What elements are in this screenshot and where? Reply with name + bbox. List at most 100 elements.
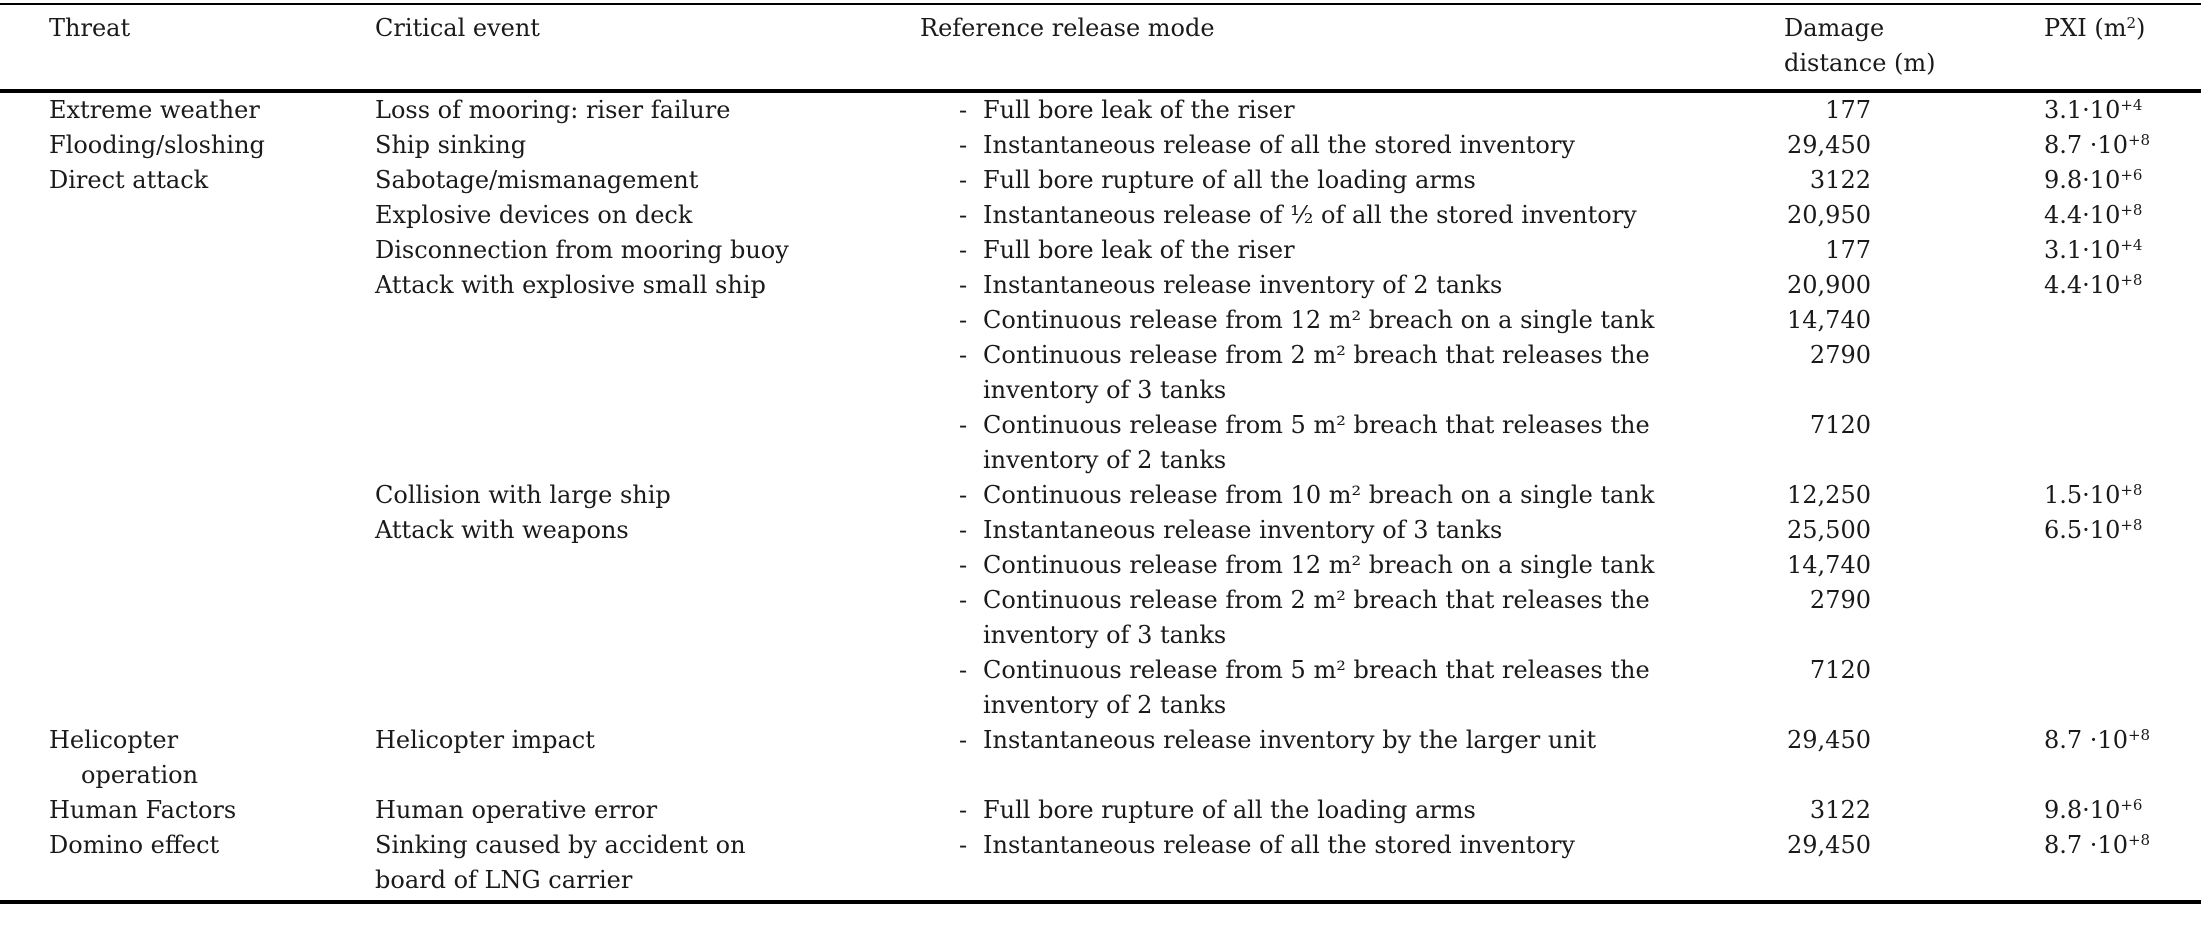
threat-cell	[49, 198, 375, 233]
table-row: -Continuous release from 5 m² breach tha…	[0, 653, 2201, 688]
bullet-dash: -	[959, 201, 968, 229]
critical-event-cell	[375, 408, 920, 443]
table-row: inventory of 2 tanks	[0, 443, 2201, 478]
table-row: Explosive devices on deck -Instantaneous…	[0, 198, 2201, 233]
pxi-cell: 3.1·10+4	[1871, 233, 2201, 268]
pxi-cell: 8.7 ·10+8	[1871, 723, 2201, 758]
threat-cell	[49, 653, 375, 688]
table-row: -Continuous release from 2 m² breach tha…	[0, 338, 2201, 373]
pxi-cell: 4.4·10+8	[1871, 198, 2201, 233]
critical-event-cell: Sabotage/mismanagement	[375, 166, 699, 194]
threat-cell: Flooding/sloshing	[49, 131, 265, 159]
table-row: operation	[0, 758, 2201, 793]
release-mode-text: Continuous release from 5 m² breach that…	[983, 411, 1650, 439]
pxi-value-base: 9.8·10	[2044, 796, 2121, 824]
pxi-cell	[1871, 338, 2201, 373]
critical-event-cell	[375, 583, 920, 618]
critical-event-cell: Loss of mooring: riser failure	[375, 96, 731, 124]
bullet-dash: -	[959, 411, 968, 439]
critical-event-cell: Human operative error	[375, 796, 658, 824]
release-mode-text: Continuous release from 2 m² breach that…	[983, 341, 1650, 369]
pxi-value-exponent: +8	[2120, 200, 2143, 219]
pxi-cell	[1871, 548, 2201, 583]
release-mode-text: Full bore rupture of all the loading arm…	[983, 166, 1476, 194]
table-row: inventory of 3 tanks	[0, 618, 2201, 653]
table-row: Collision with large ship -Continuous re…	[0, 478, 2201, 513]
pxi-value-exponent: +8	[2127, 725, 2151, 744]
critical-event-cell	[375, 548, 920, 583]
damage-distance-cell: 177	[1825, 96, 1871, 124]
pxi-value-base: 8.7 ·10	[2044, 831, 2128, 859]
threat-cell	[49, 373, 375, 408]
table-header-rule	[0, 89, 2201, 93]
col-header-pxi: PXI (m2)	[1871, 11, 2201, 81]
pxi-value-base: 8.7 ·10	[2044, 726, 2128, 754]
threat-cell	[49, 618, 375, 653]
table-row: Extreme weather Loss of mooring: riser f…	[0, 93, 2201, 128]
bullet-dash: -	[959, 306, 968, 334]
release-mode-cell: -Instantaneous release of all the stored…	[920, 128, 1784, 163]
release-mode-cell: -Instantaneous release inventory of 3 ta…	[920, 513, 1784, 548]
critical-event-cell: Helicopter impact	[375, 726, 595, 754]
pxi-value-base: 1.5·10	[2044, 481, 2121, 509]
critical-event-cell: Collision with large ship	[375, 481, 671, 509]
critical-event-cell	[375, 688, 920, 723]
critical-event-cell: board of LNG carrier	[375, 866, 633, 894]
pxi-cell	[1871, 618, 2201, 653]
release-mode-text: inventory of 2 tanks	[983, 691, 1227, 719]
pxi-value-base: 4.4·10	[2044, 271, 2121, 299]
release-mode-text: Instantaneous release inventory by the l…	[983, 726, 1597, 754]
damage-distance-cell	[1784, 373, 1871, 408]
damage-distance-cell: 29,450	[1787, 831, 1871, 859]
table-row: Flooding/sloshing Ship sinking -Instanta…	[0, 128, 2201, 163]
pxi-header-pre: PXI (m	[2044, 14, 2127, 42]
release-mode-cell: -Continuous release from 2 m² breach tha…	[920, 583, 1784, 618]
release-mode-text: Full bore rupture of all the loading arm…	[983, 796, 1476, 824]
pxi-cell: 4.4·10+8	[1871, 268, 2201, 303]
pxi-value-exponent: +6	[2120, 165, 2143, 184]
table-header-row: Threat Critical event Reference release …	[0, 5, 2201, 89]
critical-event-cell	[375, 373, 920, 408]
table-row: Human Factors Human operative error -Ful…	[0, 793, 2201, 828]
table-body: Extreme weather Loss of mooring: riser f…	[0, 93, 2201, 898]
release-mode-text: Instantaneous release of ½ of all the st…	[983, 201, 1637, 229]
pxi-cell: 8.7 ·10+8	[1871, 828, 2201, 863]
damage-distance-cell: 2790	[1809, 341, 1871, 369]
damage-distance-cell: 14,740	[1787, 551, 1871, 579]
table-row: inventory of 3 tanks	[0, 373, 2201, 408]
release-mode-cell: -Full bore rupture of all the loading ar…	[920, 163, 1784, 198]
release-mode-text: inventory of 3 tanks	[983, 621, 1227, 649]
table-row: board of LNG carrier	[0, 863, 2201, 898]
pxi-cell: 9.8·10+6	[1871, 163, 2201, 198]
bullet-dash: -	[959, 236, 968, 264]
bullet-dash: -	[959, 96, 968, 124]
threat-cell	[49, 548, 375, 583]
release-mode-text: Full bore leak of the riser	[983, 96, 1295, 124]
col-header-release-mode: Reference release mode	[920, 14, 1215, 42]
release-mode-cell	[920, 863, 1784, 898]
release-mode-cell: inventory of 3 tanks	[920, 618, 1784, 653]
bullet-dash: -	[959, 516, 968, 544]
col-header-damage-distance: Damage distance (m)	[1784, 11, 1936, 81]
release-mode-text: Full bore leak of the riser	[983, 236, 1295, 264]
release-mode-cell: inventory of 2 tanks	[920, 443, 1784, 478]
table-row: Attack with explosive small ship -Instan…	[0, 268, 2201, 303]
release-mode-text: Continuous release from 12 m² breach on …	[983, 306, 1655, 334]
damage-distance-cell: 25,500	[1787, 516, 1871, 544]
bullet-dash: -	[959, 586, 968, 614]
critical-event-cell	[375, 618, 920, 653]
damage-distance-cell: 3122	[1809, 166, 1871, 194]
release-mode-text: Continuous release from 10 m² breach on …	[983, 481, 1655, 509]
pxi-value-base: 6.5·10	[2044, 516, 2121, 544]
pxi-cell	[1871, 408, 2201, 443]
damage-distance-cell	[1784, 758, 1871, 793]
damage-header-line1: Damage	[1784, 14, 1885, 42]
release-mode-text: Continuous release from 2 m² breach that…	[983, 586, 1650, 614]
table-row: inventory of 2 tanks	[0, 688, 2201, 723]
threat-cell	[49, 688, 375, 723]
release-mode-cell: -Continuous release from 5 m² breach tha…	[920, 408, 1784, 443]
threat-cell	[49, 478, 375, 513]
release-mode-cell: -Instantaneous release of ½ of all the s…	[920, 198, 1784, 233]
critical-event-cell	[375, 653, 920, 688]
pxi-value-exponent: +8	[2127, 830, 2151, 849]
